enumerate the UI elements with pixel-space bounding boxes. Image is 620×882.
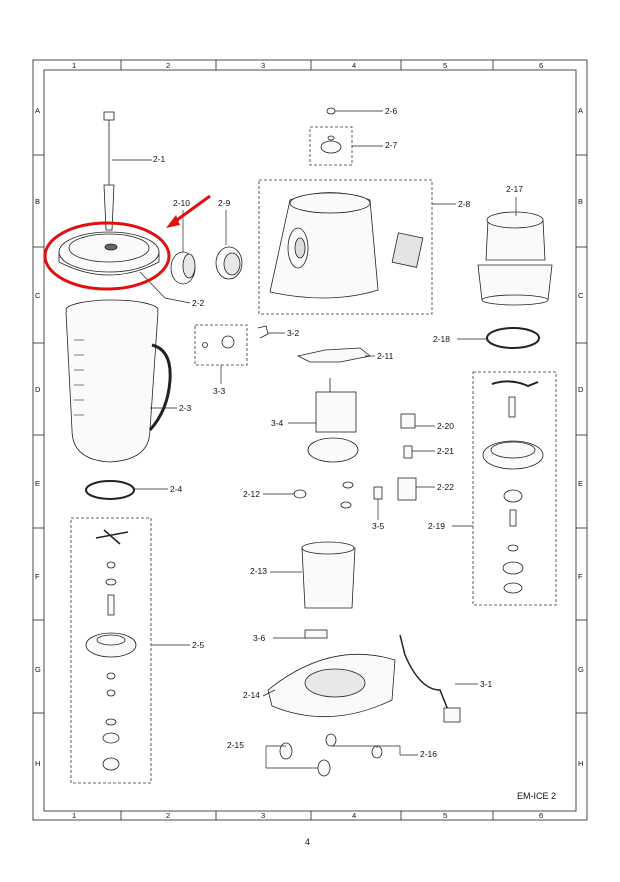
row-label: H bbox=[35, 759, 41, 768]
group-box-2-19 bbox=[472, 371, 557, 606]
bushing-part bbox=[293, 489, 307, 499]
row-label: A bbox=[35, 106, 41, 115]
model-code: EM-ICE 2 bbox=[517, 791, 557, 801]
group-box-2-8 bbox=[258, 179, 433, 315]
col-label: 4 bbox=[352, 61, 357, 70]
callout-3-5: 3-5 bbox=[372, 521, 385, 531]
outer-frame bbox=[32, 59, 588, 821]
callout-2-8: 2-8 bbox=[458, 199, 471, 209]
callout-2-5: 2-5 bbox=[192, 640, 205, 650]
callout-3-3: 3-3 bbox=[213, 386, 226, 396]
callout-2-3: 2-3 bbox=[179, 403, 192, 413]
callout-2-13: 2-13 bbox=[250, 566, 268, 576]
col-label: 1 bbox=[72, 811, 77, 820]
callout-2-11: 2-11 bbox=[377, 351, 394, 361]
callout-2-17: 2-17 bbox=[506, 184, 524, 194]
row-label: A bbox=[578, 106, 584, 115]
fuse-part bbox=[373, 486, 383, 500]
col-label: 5 bbox=[443, 811, 448, 820]
bracket-part bbox=[296, 347, 371, 363]
callout-2-14: 2-14 bbox=[243, 690, 261, 700]
row-label: F bbox=[578, 572, 583, 581]
row-label: B bbox=[35, 197, 41, 206]
callout-2-6: 2-6 bbox=[385, 106, 398, 116]
col-label: 5 bbox=[443, 61, 448, 70]
spatula-part bbox=[103, 111, 115, 231]
row-label: E bbox=[35, 479, 41, 488]
power-cord-part bbox=[399, 634, 451, 716]
callout-2-12: 2-12 bbox=[243, 489, 261, 499]
callout-3-2: 3-2 bbox=[287, 328, 300, 338]
motor-housing-part bbox=[269, 192, 424, 299]
row-label: G bbox=[35, 665, 41, 674]
col-label: 1 bbox=[72, 61, 77, 70]
coupling-part bbox=[397, 477, 417, 501]
jug-lid-part bbox=[58, 231, 160, 276]
leader-lines bbox=[112, 110, 517, 769]
grinder-cup-part bbox=[477, 211, 553, 306]
col-label: 3 bbox=[261, 61, 266, 70]
row-label: D bbox=[35, 385, 41, 394]
callout-2-21: 2-21 bbox=[437, 446, 455, 456]
callout-2-22: 2-22 bbox=[437, 482, 455, 492]
callout-2-15: 2-15 bbox=[227, 740, 245, 750]
callout-3-1: 3-1 bbox=[480, 679, 493, 689]
switch-assembly-part bbox=[202, 335, 235, 349]
callout-3-4: 3-4 bbox=[271, 418, 284, 428]
row-label: B bbox=[578, 197, 584, 206]
row-label: E bbox=[578, 479, 584, 488]
callout-2-2: 2-2 bbox=[192, 298, 205, 308]
motor-cover-part bbox=[301, 541, 356, 609]
callout-2-10: 2-10 bbox=[173, 198, 191, 208]
motor-part bbox=[307, 378, 359, 463]
speed-knob-part bbox=[320, 135, 342, 154]
grinder-blade-stack bbox=[482, 380, 544, 594]
spring-part bbox=[403, 445, 413, 459]
blender-jug-part bbox=[65, 299, 172, 463]
knob-cap-part bbox=[326, 107, 336, 115]
col-label: 6 bbox=[539, 61, 544, 70]
grinder-seal-part bbox=[486, 327, 540, 349]
col-label: 2 bbox=[166, 811, 171, 820]
jug-seal-part bbox=[85, 480, 135, 500]
callout-2-4: 2-4 bbox=[170, 484, 183, 494]
callout-2-16: 2-16 bbox=[420, 749, 438, 759]
row-label: H bbox=[578, 759, 584, 768]
base-part bbox=[267, 653, 396, 718]
page-number: 4 bbox=[305, 837, 311, 847]
highlight-marker bbox=[43, 194, 211, 291]
callout-2-9: 2-9 bbox=[218, 198, 231, 208]
callout-2-7: 2-7 bbox=[385, 140, 398, 150]
col-label: 4 bbox=[352, 811, 357, 820]
group-box-2-5 bbox=[70, 517, 152, 784]
row-label: C bbox=[578, 291, 584, 300]
jug-blade-stack bbox=[85, 529, 137, 771]
measuring-cap-part bbox=[170, 251, 196, 285]
switch-part bbox=[400, 413, 416, 429]
callout-2-19: 2-19 bbox=[428, 521, 446, 531]
callout-3-6: 3-6 bbox=[253, 633, 266, 643]
row-label: G bbox=[578, 665, 584, 674]
row-label: F bbox=[35, 572, 40, 581]
col-label: 2 bbox=[166, 61, 171, 70]
foot-part bbox=[279, 742, 293, 760]
clip-part bbox=[257, 325, 269, 339]
col-label: 3 bbox=[261, 811, 266, 820]
callout-2-1: 2-1 bbox=[153, 154, 166, 164]
col-label: 6 bbox=[539, 811, 544, 820]
terminal-part bbox=[304, 629, 328, 639]
filler-cap-part bbox=[215, 246, 243, 280]
row-label: C bbox=[35, 291, 41, 300]
plug-part bbox=[443, 707, 461, 723]
callout-2-20: 2-20 bbox=[437, 421, 455, 431]
row-label: D bbox=[578, 385, 584, 394]
inner-frame bbox=[43, 69, 577, 812]
callout-2-18: 2-18 bbox=[433, 334, 451, 344]
